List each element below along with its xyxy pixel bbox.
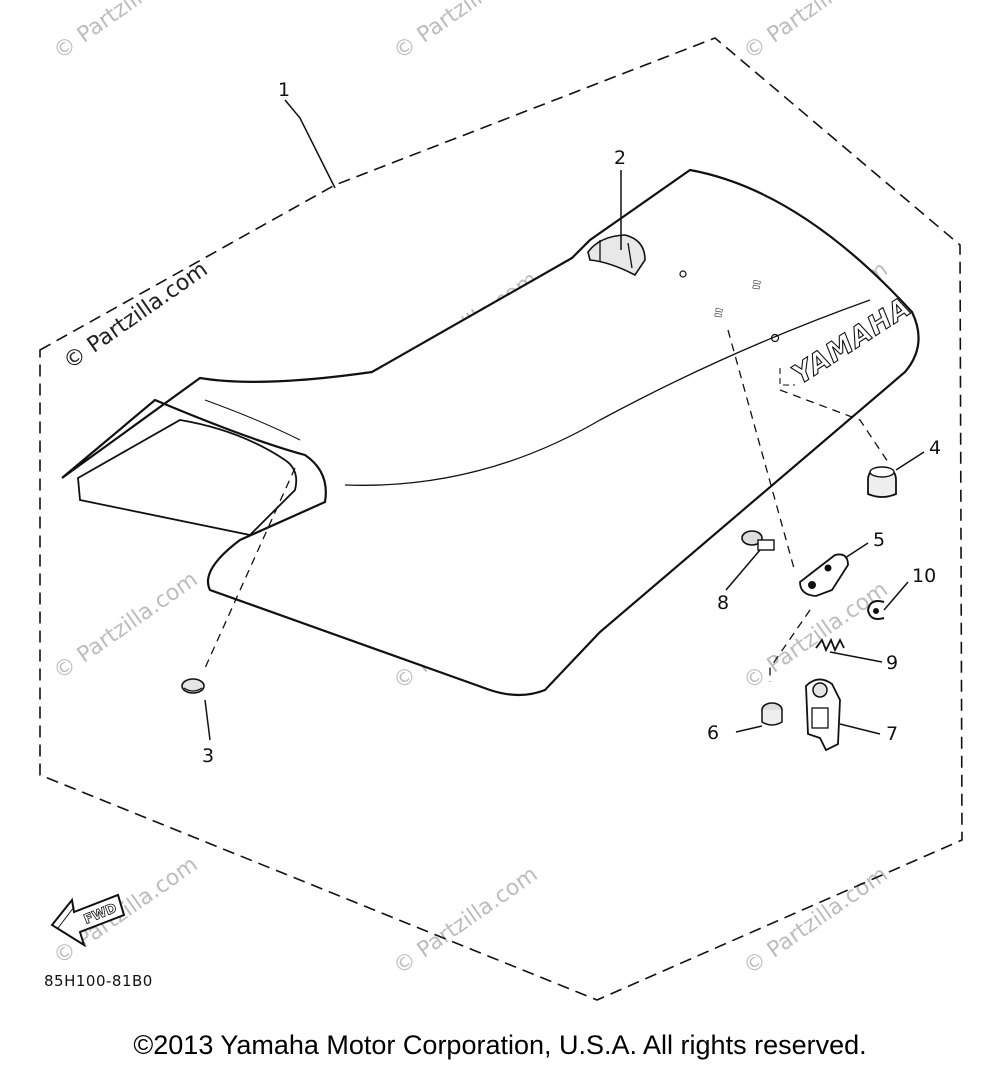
seat-edge-line bbox=[204, 399, 301, 441]
part-6-collar bbox=[761, 702, 783, 726]
leader-lines bbox=[204, 170, 925, 741]
part-4-damper bbox=[867, 466, 897, 498]
copyright-text: ©2013 Yamaha Motor Corporation, U.S.A. A… bbox=[133, 1030, 867, 1060]
watermark-dark: © Partzilla.com bbox=[59, 257, 212, 375]
callout-6: 6 bbox=[707, 722, 719, 744]
callout-5: 5 bbox=[873, 529, 885, 551]
part-9-spring bbox=[815, 637, 845, 653]
part-5-bracket bbox=[799, 553, 849, 597]
svg-text:▯▯: ▯▯ bbox=[751, 279, 763, 291]
callout-8: 8 bbox=[717, 592, 729, 614]
part-3-grommet bbox=[181, 678, 205, 694]
diagram-code: 85H100-81B0 bbox=[44, 972, 153, 990]
callouts: 1 2 3 4 5 6 7 8 9 10 bbox=[202, 79, 941, 767]
callout-2: 2 bbox=[614, 147, 626, 169]
seat-outline bbox=[61, 168, 920, 697]
part-8-bolt bbox=[741, 530, 775, 551]
callout-10: 10 bbox=[912, 565, 936, 587]
callout-4: 4 bbox=[929, 437, 941, 459]
seat: ▯▯ ▯▯ YAMAHA bbox=[61, 168, 920, 697]
callout-9: 9 bbox=[886, 652, 898, 674]
watermark: © Partzilla.com bbox=[739, 0, 892, 65]
strap bbox=[587, 234, 646, 277]
watermark: © Partzilla.com bbox=[389, 0, 542, 65]
part-10-clip bbox=[866, 600, 885, 620]
seat-cutout bbox=[77, 419, 298, 536]
assembly-lines bbox=[204, 329, 889, 682]
svg-text:▯▯: ▯▯ bbox=[713, 307, 725, 319]
leader-1 bbox=[284, 99, 336, 189]
watermark: © Partzilla.com bbox=[389, 862, 542, 980]
watermark: © Partzilla.com bbox=[739, 862, 892, 980]
callout-3: 3 bbox=[202, 745, 214, 767]
parts-diagram: © Partzilla.com © Partzilla.com © Partzi… bbox=[39, 0, 963, 1001]
callout-7: 7 bbox=[886, 723, 898, 745]
part-7-lock bbox=[805, 678, 841, 752]
assembly-outline bbox=[39, 37, 963, 1001]
callout-1: 1 bbox=[278, 79, 290, 101]
watermark: © Partzilla.com bbox=[49, 567, 202, 685]
seat-crease bbox=[344, 299, 871, 486]
watermark: © Partzilla.com bbox=[49, 0, 202, 65]
